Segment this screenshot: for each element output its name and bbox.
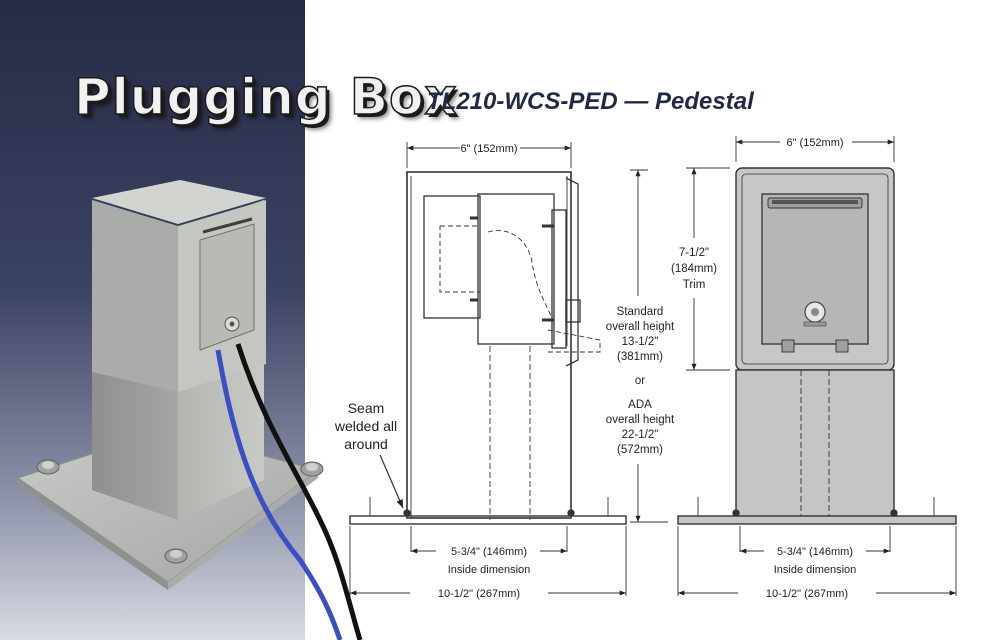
side-inside-dimension-label: Inside dimension xyxy=(448,564,531,576)
side-base-width-label: 10-1/2" (267mm) xyxy=(438,588,520,600)
seam-line-2: welded all xyxy=(334,418,397,434)
overall-height-notes: Standard overall height 13-1/2" (381mm) … xyxy=(606,306,675,456)
standard-line-4: (381mm) xyxy=(617,351,663,363)
standard-line-3: 13-1/2" xyxy=(622,336,659,348)
standard-line-1: Standard xyxy=(617,306,664,318)
trim-line-1: 7-1/2" xyxy=(679,247,709,259)
bolt-icon xyxy=(300,461,324,477)
seam-line-3: around xyxy=(344,436,388,452)
model-subtitle: TL210-WCS-PED — Pedestal xyxy=(427,88,754,115)
base-plate-edge-right xyxy=(168,470,318,590)
trim-line-3: Trim xyxy=(683,279,706,291)
ada-line-4: (572mm) xyxy=(617,444,663,456)
side-view xyxy=(349,142,668,596)
ada-line-1: ADA xyxy=(628,399,652,411)
seam-line-1: Seam xyxy=(348,400,385,416)
photo-backdrop xyxy=(0,0,363,640)
box-side xyxy=(92,200,178,392)
door-panel xyxy=(199,223,255,351)
front-top-width-label: 6" (152mm) xyxy=(786,137,843,149)
product-title: Plugging Box xyxy=(73,67,458,127)
trim-line-2: (184mm) xyxy=(671,263,717,275)
blue-cable xyxy=(215,349,343,640)
standard-line-2: overall height xyxy=(606,321,675,333)
base-plate-edge xyxy=(18,478,168,590)
or-label: or xyxy=(635,375,645,387)
bolt-icon xyxy=(164,548,188,564)
door-handle xyxy=(202,217,253,234)
seam-callout: Seam welded all around xyxy=(334,400,397,452)
bolt-icon xyxy=(36,459,60,475)
side-inside-dimension: 5-3/4" (146mm) xyxy=(451,546,527,558)
black-cable xyxy=(235,343,363,640)
front-base-width-label: 10-1/2" (267mm) xyxy=(766,588,848,600)
front-inside-dimension-label: Inside dimension xyxy=(774,564,857,576)
box-top xyxy=(92,180,266,224)
side-top-width-label: 6" (152mm) xyxy=(460,143,517,155)
key-lock-icon xyxy=(803,301,827,327)
lock-icon xyxy=(224,316,240,332)
trim-height-label: 7-1/2" (184mm) Trim xyxy=(671,247,717,291)
front-view xyxy=(677,136,957,596)
ada-line-3: 22-1/2" xyxy=(622,429,659,441)
front-inside-dimension: 5-3/4" (146mm) xyxy=(777,546,853,558)
product-photo xyxy=(16,180,363,640)
ada-line-2: overall height xyxy=(606,414,675,426)
